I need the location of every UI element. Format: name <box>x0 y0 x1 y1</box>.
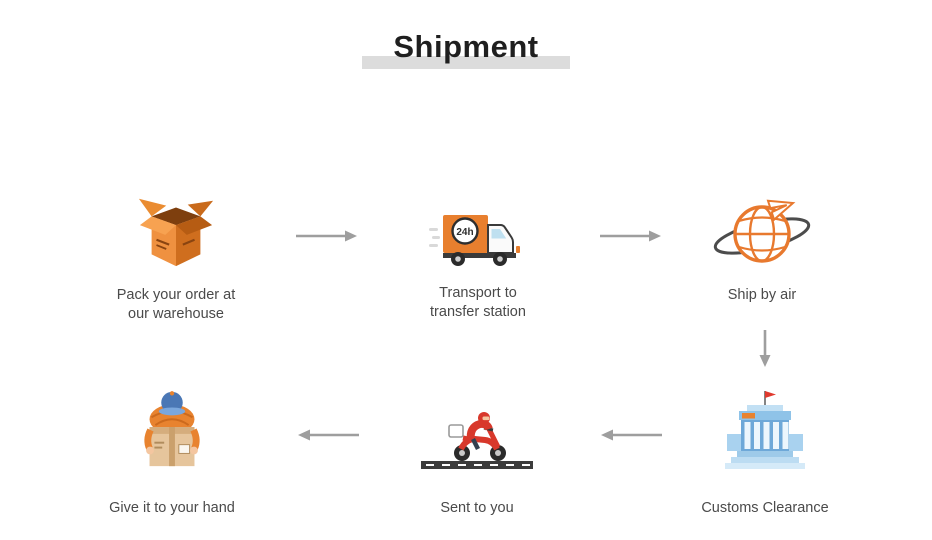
delivery-box <box>448 424 464 438</box>
page-title: Shipment <box>393 29 539 64</box>
step-transport: 24h Transport to transfer station <box>378 186 578 322</box>
right-arrow-icon <box>600 230 661 242</box>
step-customs: Customs Clearance <box>665 388 865 518</box>
step-pack-label-line1: Pack your order at <box>116 287 236 303</box>
customs-sign <box>742 413 755 419</box>
step-ship-label: Ship by air <box>662 286 862 305</box>
step-customs-label-line1: Customs Clearance <box>701 500 829 516</box>
customs-building-icon <box>725 391 805 469</box>
globe-icon-wrap <box>662 188 862 270</box>
step-transport-label: Transport to transfer station <box>378 284 578 322</box>
left-arrow-icon <box>298 429 359 441</box>
step-hand: Give it to your hand <box>72 388 272 518</box>
step-ship-label-line1: Ship by air <box>727 287 797 303</box>
step-hand-label: Give it to your hand <box>72 499 272 518</box>
person-carrying-box-icon <box>144 391 200 467</box>
down-arrow-icon <box>759 330 771 367</box>
plane-icon <box>766 199 796 222</box>
step-sent: Sent to you <box>377 388 577 518</box>
right-arrow-icon <box>296 230 357 242</box>
step-customs-label: Customs Clearance <box>665 499 865 518</box>
arrow-customs-to-sent <box>600 428 662 442</box>
arrow-transport-to-ship <box>600 229 662 243</box>
open-box-icon <box>138 198 214 267</box>
arrow-pack-to-transport <box>296 229 358 243</box>
open-box-icon-wrap <box>76 188 276 270</box>
scooter-icon-wrap <box>377 388 577 472</box>
flag-icon <box>765 391 776 398</box>
arrow-ship-to-customs <box>758 330 772 368</box>
step-hand-label-line1: Give it to your hand <box>109 500 235 516</box>
globe-plane-icon <box>713 199 811 263</box>
step-sent-label: Sent to you <box>377 499 577 518</box>
delivery-scooter-icon <box>421 412 533 469</box>
step-sent-label-line1: Sent to you <box>440 500 514 516</box>
step-transport-label-line2: transfer station <box>430 304 526 320</box>
truck-icon-wrap: 24h <box>378 186 578 268</box>
step-pack-label: Pack your order at our warehouse <box>76 286 276 324</box>
truck-24h-icon: 24h <box>429 215 520 266</box>
title-underline <box>362 56 570 69</box>
truck-badge-text: 24h <box>456 227 473 238</box>
customs-building-icon-wrap <box>665 388 865 472</box>
step-pack: Pack your order at our warehouse <box>76 188 276 324</box>
step-pack-label-line2: our warehouse <box>128 306 224 322</box>
step-ship: Ship by air <box>662 188 862 305</box>
arrow-sent-to-hand <box>297 428 359 442</box>
title-section: Shipment <box>0 28 932 74</box>
person-box-icon-wrap <box>72 388 272 472</box>
step-transport-label-line1: Transport to <box>439 285 517 301</box>
left-arrow-icon <box>601 429 662 441</box>
